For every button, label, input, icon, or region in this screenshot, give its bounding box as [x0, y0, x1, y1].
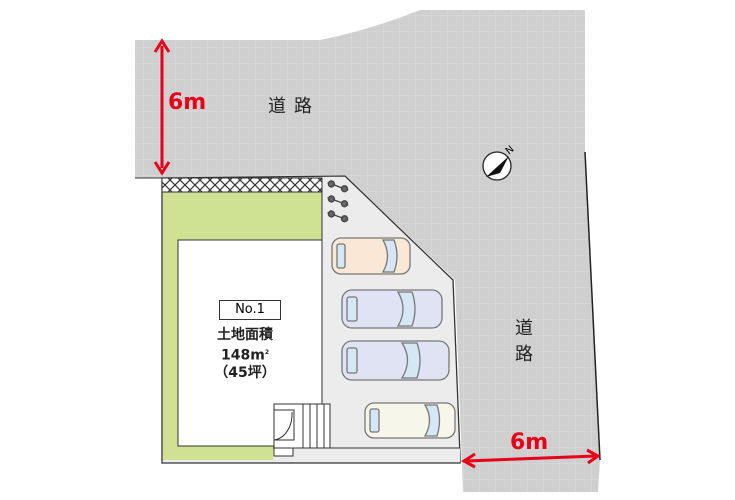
car-4: [364, 402, 456, 439]
north-compass-icon: N: [482, 144, 517, 181]
area-sqm-sup: 2: [264, 349, 269, 356]
entrance-stairs: [273, 403, 331, 457]
lot-area: 土地面積 148m2 （45坪）: [190, 327, 300, 382]
dimension-arrow-right: [461, 448, 601, 469]
right-road-label: 道路: [514, 316, 534, 368]
right-road-edge: [584, 151, 601, 461]
right-road-label-2: 路: [515, 344, 533, 365]
area-sqm: 148m: [221, 347, 265, 364]
top-road-label: 道路: [268, 96, 320, 117]
bicycles: [327, 180, 349, 223]
area-tsubo: （45坪）: [214, 364, 276, 381]
parking-strip: [273, 448, 460, 462]
top-road-width: 6m: [168, 90, 207, 115]
car-3: [341, 340, 450, 381]
right-road-width: 6m: [510, 430, 549, 455]
right-road-label-1: 道: [515, 318, 533, 339]
car-1: [331, 237, 411, 275]
dimension-arrow-top: [153, 38, 171, 176]
car-2: [341, 289, 443, 329]
lot-number: No.1: [219, 300, 281, 320]
hedge-fence: [161, 177, 323, 193]
area-title: 土地面積: [217, 327, 273, 343]
top-road: [135, 10, 600, 492]
